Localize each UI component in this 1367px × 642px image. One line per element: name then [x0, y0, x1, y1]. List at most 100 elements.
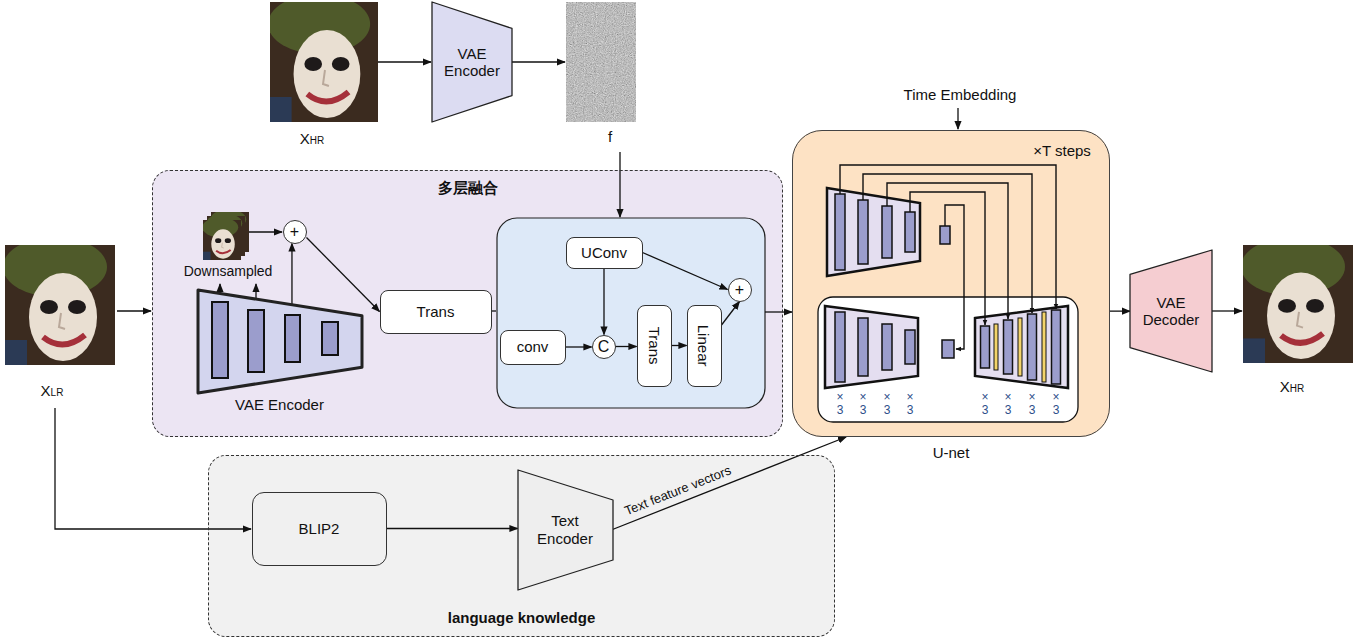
- decoder-trapezoid: VAE Decoder: [1130, 250, 1212, 372]
- unet-illustration: [835, 312, 845, 382]
- language-group: language knowledge BLIP2 Text Encoder: [208, 455, 835, 637]
- connector-arrow: [387, 528, 518, 529]
- flow-arrow: [957, 108, 958, 129]
- node-text: +: [735, 282, 744, 298]
- input-label: Time Embedding: [904, 86, 1017, 103]
- unet-illustration: [994, 324, 998, 370]
- region-fill: [152, 130, 1110, 637]
- flow-arrow: [765, 311, 783, 312]
- image-label: XLR: [41, 382, 64, 399]
- unet-illustration: [818, 297, 1078, 422]
- feature-label: f: [608, 128, 612, 145]
- unet-illustration: [1042, 312, 1046, 382]
- encoder-trapezoid: Text Encoder: [518, 470, 613, 590]
- unet-illustration: [905, 330, 915, 364]
- feature-bar: [212, 302, 228, 378]
- connector-arrow: [307, 238, 380, 312]
- trapezoid-outline: [432, 2, 512, 122]
- image-illustration: [3, 237, 115, 365]
- connector-arrow: [783, 311, 792, 312]
- image-label: XHR: [1280, 378, 1304, 395]
- unet-illustration: [882, 324, 892, 370]
- region-fill: [208, 455, 835, 637]
- repeat-count: × 3: [906, 391, 913, 416]
- unet-illustration: [827, 188, 920, 276]
- unet-illustration: [840, 165, 1056, 349]
- region-fill: [152, 170, 783, 437]
- feature-bar: [322, 322, 338, 355]
- unet-illustration: [910, 192, 985, 325]
- node-text: U-net: [933, 444, 970, 461]
- flow-arrow: [512, 61, 565, 62]
- unet-illustration: [1052, 310, 1061, 384]
- connector-arrow: [603, 269, 604, 335]
- repeat-count: × 3: [1028, 391, 1035, 416]
- image-label: XHR: [300, 130, 324, 147]
- repeat-count: × 3: [883, 391, 890, 416]
- node-text: Text Encoder: [522, 512, 609, 547]
- noise-latent: [566, 2, 636, 122]
- node-text: Linear: [695, 325, 712, 367]
- image-illustration: [1241, 237, 1353, 363]
- repeat-count: × 3: [981, 391, 988, 416]
- unet-illustration: [818, 165, 1078, 422]
- flow-arrow: [55, 408, 251, 529]
- process-box: Trans: [380, 290, 492, 334]
- trapezoid-outline: [198, 290, 362, 393]
- unet-illustration: [942, 340, 954, 358]
- node-text: +: [290, 224, 299, 240]
- feature-bar: [248, 310, 264, 372]
- node-text: 多层融合: [153, 179, 782, 196]
- flow-arrow: [117, 310, 151, 311]
- node-text: language knowledge: [209, 609, 834, 626]
- concat-circle: C: [592, 335, 616, 359]
- edge-label: Text feature vectors: [623, 463, 734, 518]
- process-box: UConv: [566, 237, 643, 269]
- unet-illustration: [905, 212, 915, 252]
- unet-illustration: [1028, 314, 1037, 380]
- unet-illustration: [1018, 318, 1022, 376]
- node-text: Trans: [417, 303, 455, 320]
- encoder-trapezoid: VAE Encoder: [432, 2, 512, 122]
- fusion-block: [497, 218, 765, 408]
- connector-arrow: [643, 253, 728, 290]
- step-label: ×T steps: [1033, 142, 1091, 159]
- node-text: VAE Decoder: [1134, 294, 1208, 329]
- unet-illustration: [1004, 320, 1013, 374]
- unet-illustration: [882, 206, 892, 258]
- unet-illustration: [858, 200, 868, 264]
- node-text: conv: [517, 338, 549, 355]
- node-text: VAE Encoder: [436, 45, 508, 80]
- flow-arrow: [378, 61, 431, 62]
- node-text: C: [598, 339, 610, 355]
- image-illustration: [268, 0, 378, 122]
- flow-arrow: [55, 62, 1242, 529]
- feature-bar: [285, 315, 300, 362]
- flow-arrow: [492, 310, 496, 311]
- flow-arrow: [249, 231, 282, 232]
- unet-illustration: [863, 174, 1032, 313]
- process-box: Trans: [637, 305, 672, 387]
- unet-illustration: [858, 318, 868, 376]
- process-box: BLIP2: [252, 492, 387, 566]
- connector-arrow: [566, 346, 592, 347]
- unet-illustration: [981, 326, 990, 368]
- unet-illustration: [840, 165, 1056, 309]
- connector-arrow: [616, 346, 637, 347]
- image-illustration: [202, 217, 241, 260]
- unet-illustration: [975, 306, 1068, 388]
- process-box: Linear: [687, 305, 722, 387]
- unet-illustration: [825, 306, 918, 388]
- process-box: conv: [500, 330, 566, 365]
- repeat-count: × 3: [836, 391, 843, 416]
- unet-illustration: [940, 226, 950, 244]
- trapezoid-outline: [518, 470, 613, 590]
- connector-arrow: [613, 437, 847, 530]
- unet-illustration: [835, 194, 845, 270]
- add-circle: +: [728, 278, 752, 302]
- node-text: BLIP2: [299, 520, 340, 537]
- unet-illustration: [945, 205, 964, 349]
- repeat-count: × 3: [859, 391, 866, 416]
